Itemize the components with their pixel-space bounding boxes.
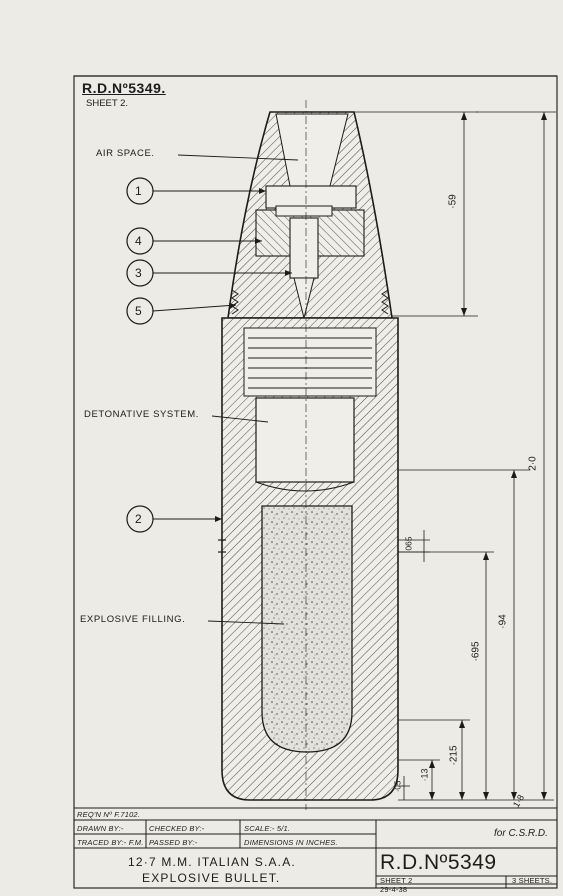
dim-065: ·065 [403,536,414,554]
callout-2-number: 2 [135,512,142,526]
dim-013: ·13 [419,768,430,782]
title-block-lines [74,807,557,888]
header-rd-number: R.D.Nº5349. [82,80,166,96]
callout-1 [126,177,266,205]
component-1 [265,185,357,209]
drawing-title-line2: EXPLOSIVE BULLET. [142,871,281,885]
dim-005: ·05 [393,780,403,793]
scale: SCALE:- 5/1. [244,824,291,833]
callout-3 [126,259,292,287]
component-3 [289,217,319,279]
detonative-chamber [255,397,355,483]
callout-5 [126,297,237,325]
label-explosive-filling: EXPLOSIVE FILLING. [80,614,186,625]
drawn-by: DRAWN BY:- [77,824,124,833]
label-air-space: AIR SPACE. [96,148,155,159]
title-sheet: SHEET 2 [380,876,413,885]
callout-4-number: 4 [135,234,142,248]
callout-4 [126,227,262,255]
callout-3-number: 3 [135,266,142,280]
dim-094: ·94 [497,614,509,629]
checked-by: CHECKED BY:- [149,824,205,833]
label-detonative-system: DETONATIVE SYSTEM. [84,409,199,420]
passed-by: PASSED BY:- [149,838,198,847]
dimensions-note: DIMENSIONS IN INCHES. [244,838,338,847]
rd-number-large: R.D.Nº5349 [380,851,497,874]
callout-5-number: 5 [135,304,142,318]
drawing-title-line1: 12·7 M.M. ITALIAN S.A.A. [128,855,296,869]
header-sheet: SHEET 2. [86,98,129,109]
callout-1-number: 1 [135,184,142,198]
dim-20: 2·0 [527,456,539,471]
callout-2 [126,505,222,533]
for-csrd: for C.S.R.D. [494,828,548,839]
dim-059: ·59 [447,194,459,209]
threaded-bore [243,327,377,397]
sheets-total: 3 SHEETS. [512,876,553,885]
date: 29-4-38 [380,885,408,894]
dim-0215: ·215 [448,745,460,766]
explosive-filling-cavity [261,505,353,753]
req-number: REQ'N Nº F.7102. [77,810,141,819]
traced-by: TRACED BY:- F.M. [77,838,144,847]
thread-5 [231,289,389,315]
dim-0695: ·695 [470,641,482,662]
